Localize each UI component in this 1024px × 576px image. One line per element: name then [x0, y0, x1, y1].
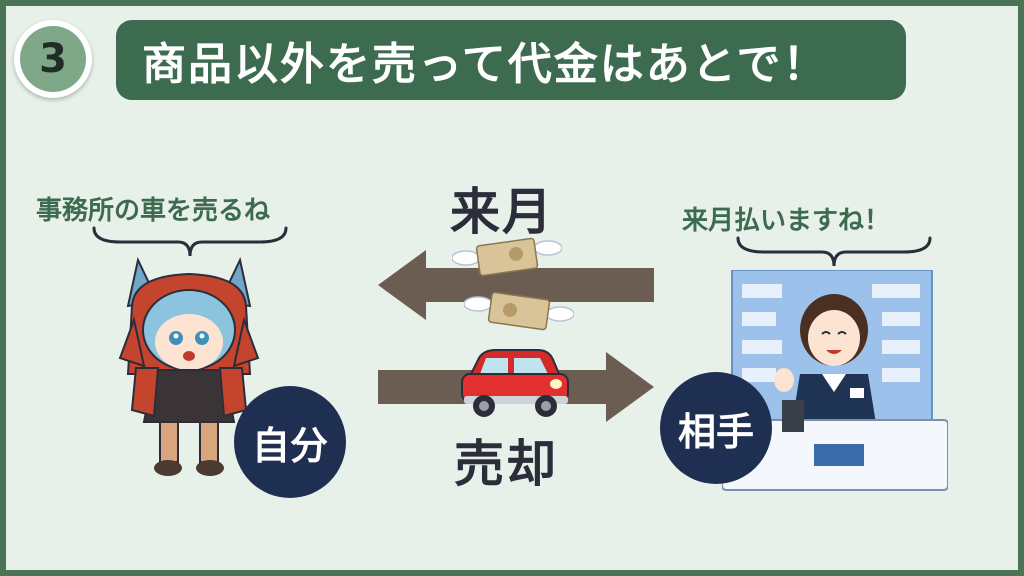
- store-clerk-icon: [722, 270, 948, 491]
- slide: 3 商品以外を売って代金はあとで！ 事務所の車を売るね 来月払いますね！ 来月 …: [6, 6, 1018, 570]
- flying-money-icon: [464, 291, 574, 331]
- right-speech: 来月払いますね！: [682, 206, 891, 236]
- step-number: 3: [20, 26, 86, 92]
- page-title: 商品以外を売って代金はあとで！: [142, 39, 829, 90]
- payment-arrow-icon: [378, 250, 654, 320]
- partner-label: 相手: [660, 372, 772, 484]
- left-speech: 事務所の車を売るね: [36, 196, 271, 226]
- left-speech-brace-icon: [92, 226, 288, 257]
- next-month-label: 来月: [450, 183, 554, 241]
- sale-label: 売却: [454, 435, 558, 493]
- right-speech-brace-icon: [736, 236, 932, 267]
- title-banner: 商品以外を売って代金はあとで！: [116, 20, 906, 100]
- red-car-icon: [461, 349, 569, 417]
- step-badge: 3: [14, 20, 92, 98]
- self-label: 自分: [234, 386, 346, 498]
- fox-girl-icon: [118, 256, 260, 476]
- flying-money-icon: [452, 237, 562, 277]
